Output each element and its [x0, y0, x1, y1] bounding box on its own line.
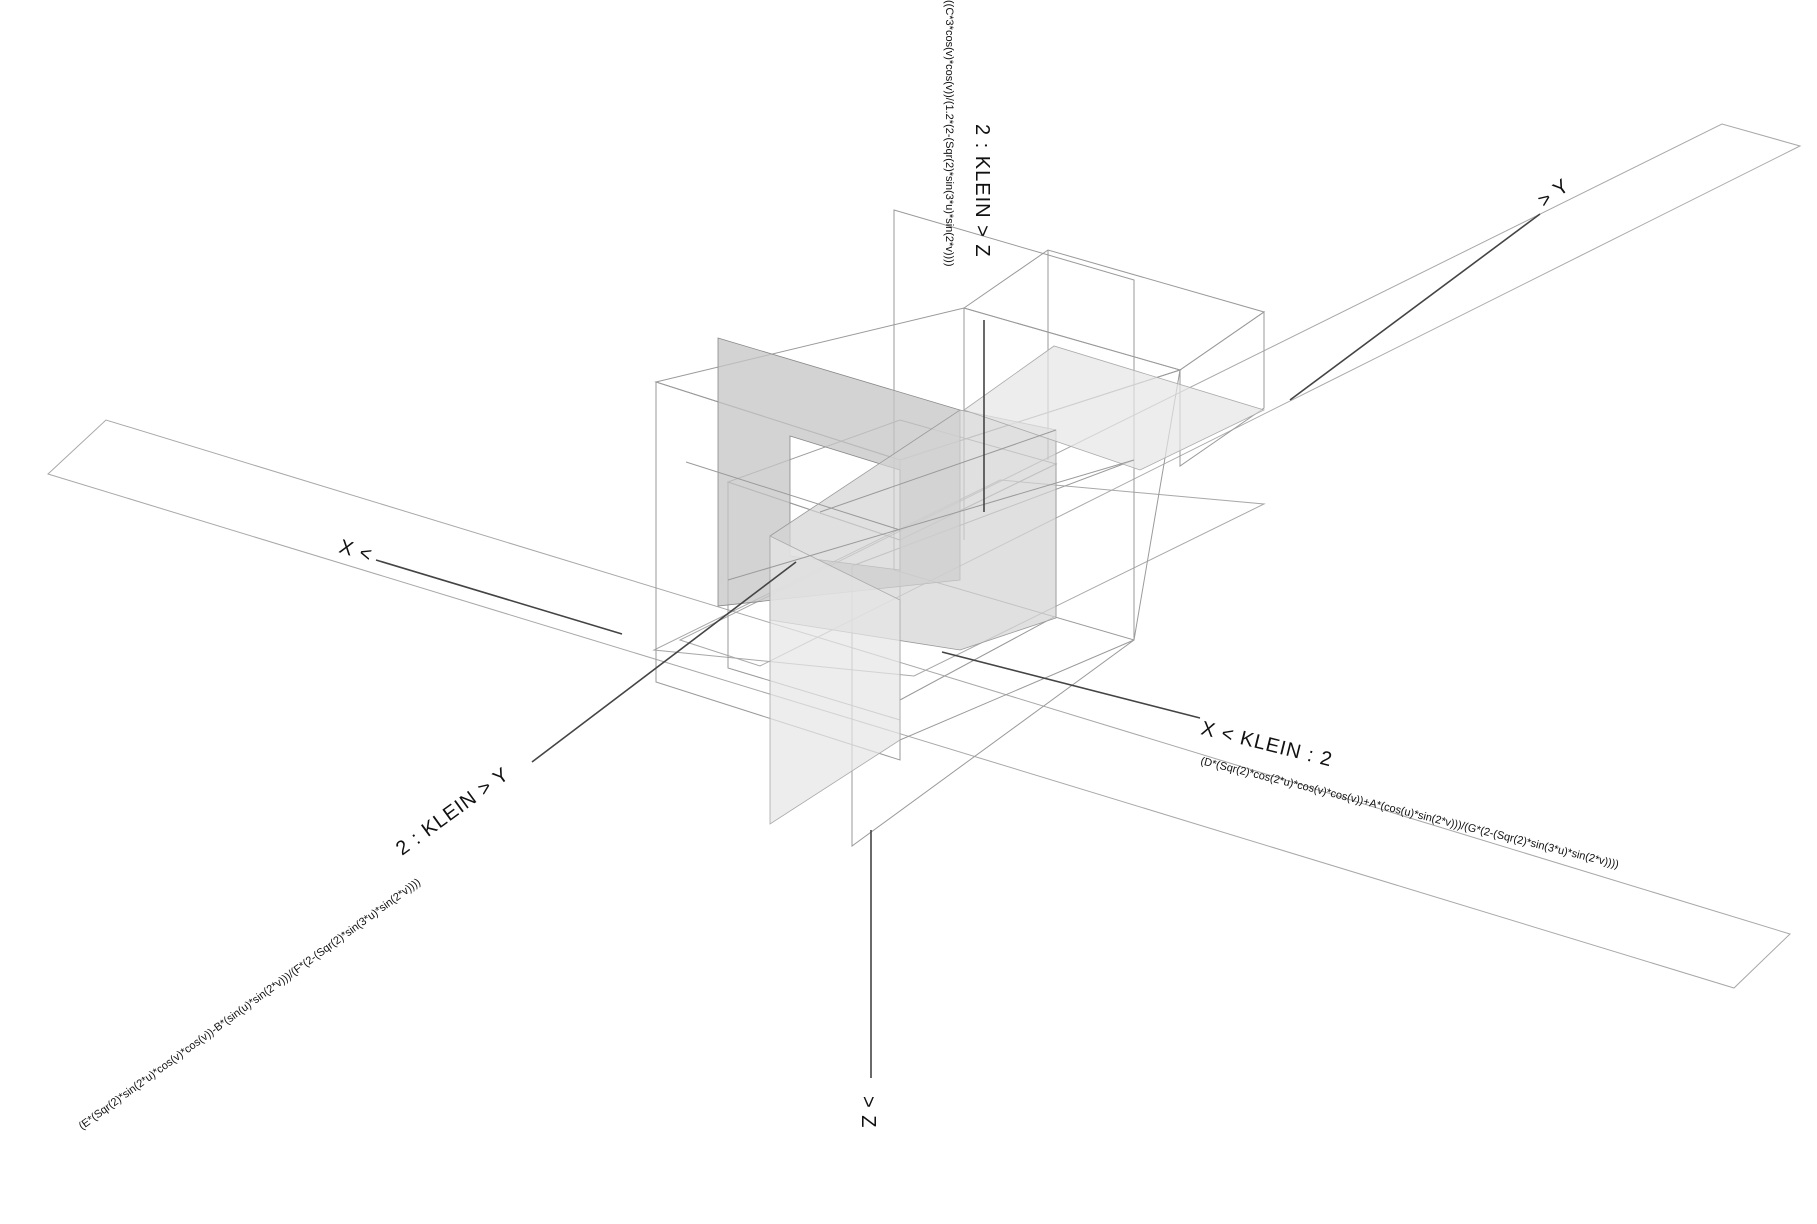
z-bottom-label: > Z	[857, 1096, 879, 1128]
y-axis-lower	[531, 561, 797, 763]
x-left-label: X <	[337, 536, 376, 567]
construction-line	[685, 461, 901, 531]
shaded-plane-upper	[963, 345, 1266, 471]
y-top-label: > Y	[1534, 175, 1574, 212]
x-right-formula: (D*(Sqr(2)*cos(2*u)*cos(v)*cos(v))+A*(co…	[1199, 755, 1620, 871]
y-axis-upper	[1289, 213, 1541, 401]
y-bottom-label: 2 : KLEIN > Y	[392, 763, 514, 860]
construction-line	[727, 459, 1135, 581]
x-axis-left	[375, 559, 623, 635]
shaded-plane-lower	[769, 535, 901, 825]
y-bottom-formula: (E*(Sqr(2)*sin(2*u)*cos(v)*cos(v))-B*(si…	[77, 876, 423, 1132]
x-ground-strip	[47, 419, 1791, 989]
upper-box-top	[962, 249, 1266, 371]
x-axis-right	[941, 651, 1201, 719]
construction-line	[819, 429, 1057, 513]
z-top-formula: ((C*3*cos(v)*cos(v))/(1.2*(2-(Sqr(2)*sin…	[943, 0, 955, 266]
z-top-label: 2 : KLEIN > Z	[971, 124, 993, 258]
y-ground-strip	[678, 123, 1802, 667]
